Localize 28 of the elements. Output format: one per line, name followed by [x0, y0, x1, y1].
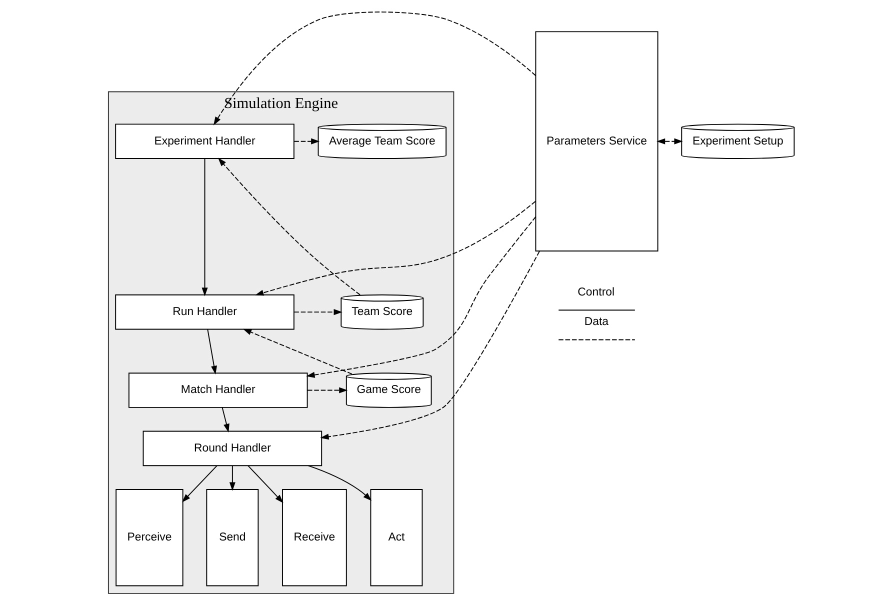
arrow: [293, 309, 342, 316]
arrow: [221, 407, 229, 432]
node-box: Parameters Service: [534, 31, 658, 252]
arrow: [307, 465, 372, 501]
arrow: [254, 200, 536, 296]
node-box: Perceive: [115, 488, 183, 586]
arrow: [306, 387, 348, 394]
arrow: [293, 138, 320, 144]
arrow: [201, 158, 208, 296]
arrow: [320, 250, 540, 440]
node-box: Receive: [282, 488, 346, 586]
node-box: Act: [370, 488, 422, 586]
arrow: [206, 329, 217, 374]
legend-label: Data: [584, 316, 608, 328]
arrow: [228, 465, 235, 491]
node-box: Run Handler: [114, 294, 294, 330]
node-box: Match Handler: [128, 372, 308, 408]
node-box: Round Handler: [142, 430, 322, 466]
node-box: Send: [206, 488, 258, 586]
arrow: [181, 465, 217, 502]
arrow: [306, 216, 536, 378]
arrow: [213, 12, 536, 126]
arrow: [247, 465, 283, 504]
node-box: Experiment Handler: [114, 124, 294, 159]
arrow: [242, 328, 352, 374]
arrow: [656, 138, 682, 144]
arrow: [218, 158, 360, 296]
legend-label: Control: [577, 286, 614, 298]
